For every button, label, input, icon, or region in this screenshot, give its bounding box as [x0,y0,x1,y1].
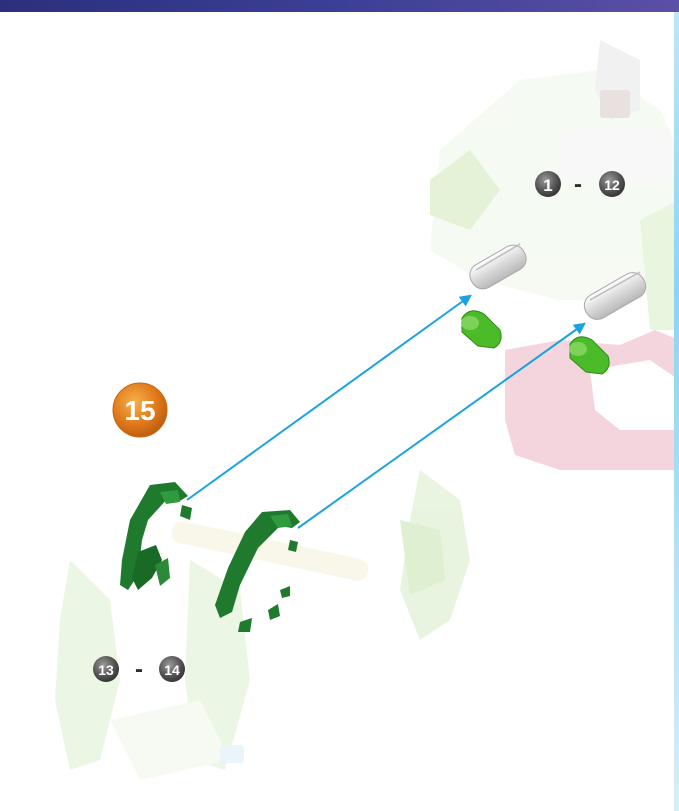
callout-bottom-separator: - [135,656,143,683]
callout-top-to: 12 [604,177,620,193]
callout-top-from: 1 [543,176,552,195]
callout-bottom-from: 13 [98,662,114,678]
arrow-to-axle-left [187,296,470,500]
faded-frame-left [55,519,370,780]
callout-bottom-to: 14 [164,662,180,678]
callout-top-separator: - [574,171,582,198]
callout-range-top: 1 - 12 [535,171,625,198]
green-peg-left [461,311,501,348]
faded-frame-middle [400,470,470,640]
step-number: 15 [124,395,155,426]
green-connector-right [215,510,300,632]
step-number-badge: 15 [113,383,167,437]
page-edge-strip [674,12,679,811]
callout-range-bottom: 13 - 14 [93,656,185,683]
